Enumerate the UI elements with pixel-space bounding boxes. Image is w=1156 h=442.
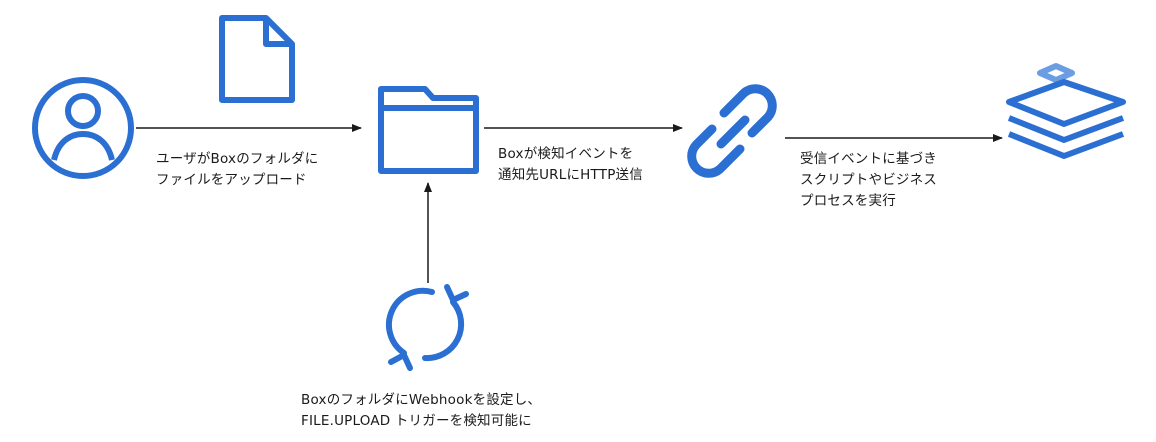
folder-icon bbox=[378, 86, 479, 174]
refresh-icon bbox=[385, 284, 469, 371]
upload-label: ユーザがBoxのフォルダに ファイルをアップロード bbox=[156, 149, 318, 191]
execute-label-line-2: スクリプトやビジネス bbox=[800, 172, 937, 188]
link-icon bbox=[687, 84, 777, 178]
execute-label: 受信イベントに基づき スクリプトやビジネス プロセスを実行 bbox=[800, 149, 937, 212]
notify-label-line-1: Boxが検知イベントを bbox=[498, 146, 634, 162]
user-icon bbox=[32, 77, 134, 179]
stacked-layers-icon bbox=[1006, 63, 1126, 159]
upload-label-line-2: ファイルをアップロード bbox=[156, 172, 307, 188]
arrows bbox=[136, 124, 1003, 283]
execute-label-line-3: プロセスを実行 bbox=[800, 193, 896, 209]
notify-label: Boxが検知イベントを 通知先URLにHTTP送信 bbox=[498, 144, 643, 186]
file-icon bbox=[219, 15, 295, 103]
notify-label-line-2: 通知先URLにHTTP送信 bbox=[498, 167, 643, 183]
webhook-label-line-2: FILE.UPLOAD トリガーを検知可能に bbox=[301, 413, 532, 429]
execute-label-line-1: 受信イベントに基づき bbox=[800, 151, 937, 167]
webhook-label-line-1: BoxのフォルダにWebhookを設定し、 bbox=[301, 392, 542, 408]
webhook-label: BoxのフォルダにWebhookを設定し、 FILE.UPLOAD トリガーを検… bbox=[301, 390, 541, 432]
upload-label-line-1: ユーザがBoxのフォルダに bbox=[156, 151, 319, 167]
